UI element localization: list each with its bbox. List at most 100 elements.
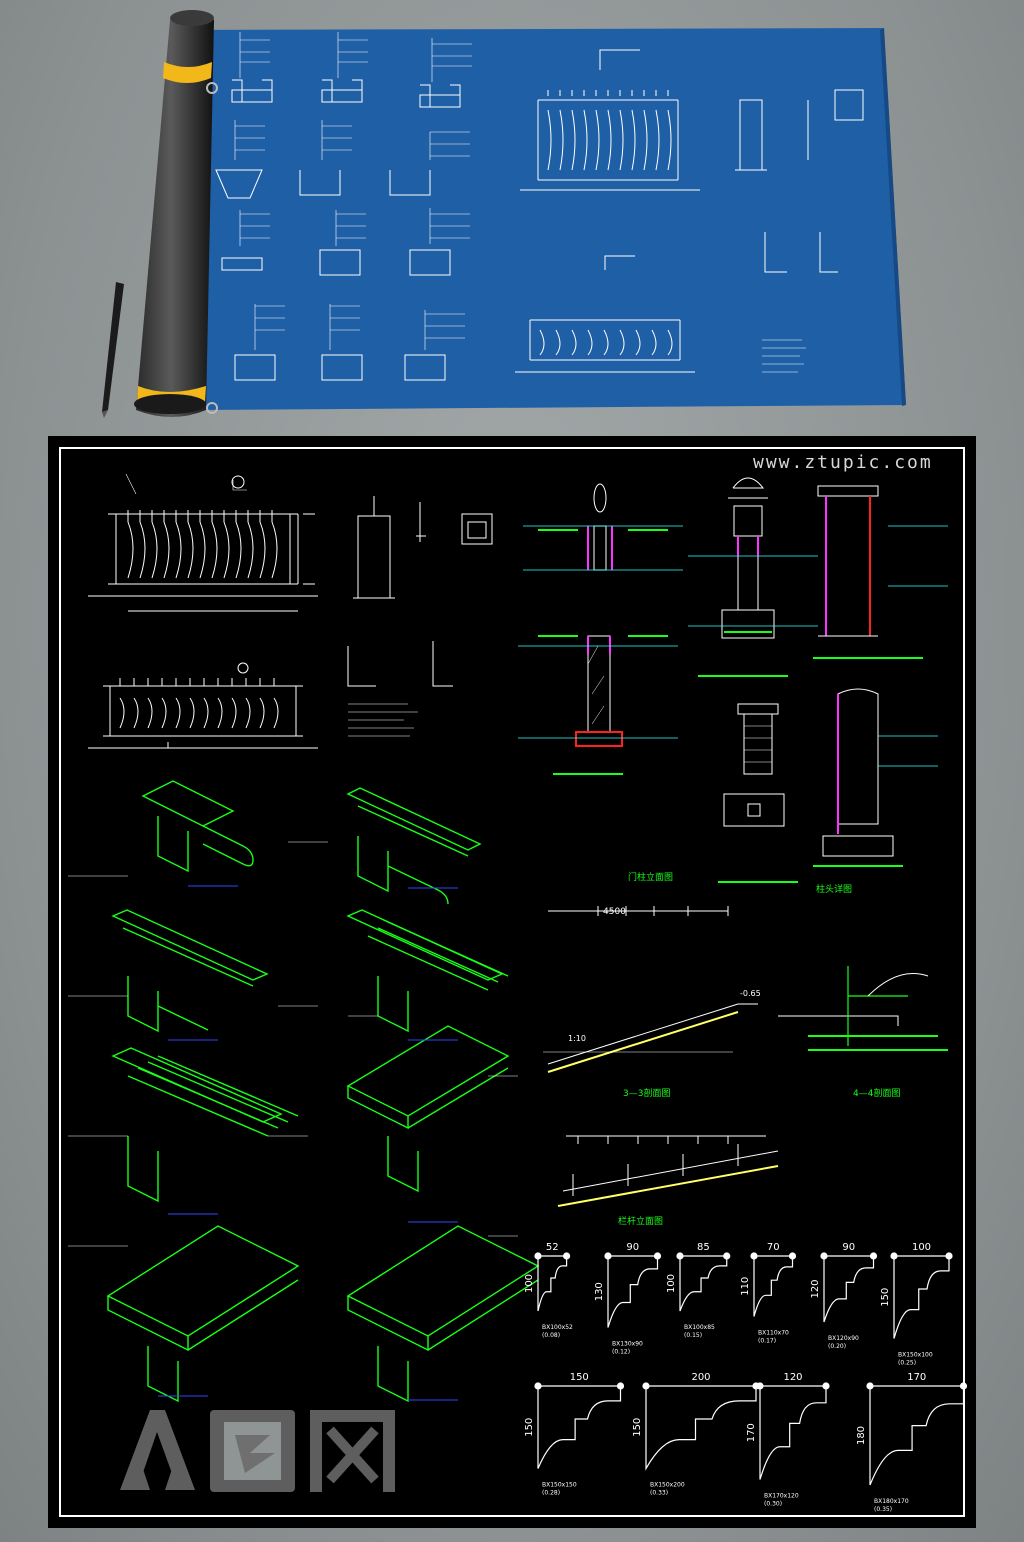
profile-dim-node: [866, 1382, 874, 1390]
profile-code-label: BX180x170: [874, 1498, 909, 1505]
profile-dim-node: [788, 1252, 797, 1260]
frame-3d-1: [141, 780, 254, 873]
profile-dim-node: [562, 1252, 571, 1260]
cornice-profiles: 52100BX100x52(0.08)90130BX130x90(0.12)85…: [524, 1242, 968, 1513]
profile-dim-node: [534, 1252, 542, 1260]
ramp-span-label: 4500: [603, 907, 626, 917]
cornice-profile-shape: [607, 1255, 659, 1328]
profile-dim-node: [820, 1252, 828, 1260]
profile-height-label: 120: [810, 1279, 821, 1298]
section-4-title: 4—4剖面图: [853, 1087, 900, 1099]
profile-width-label: 150: [570, 1372, 589, 1383]
gate-pillar-tall: [813, 485, 948, 659]
profile-width-label: 90: [842, 1242, 855, 1253]
profile-dim-node: [642, 1382, 650, 1390]
pillar-detail-brick: [718, 703, 798, 883]
profile-code-label: BX100x85: [684, 1324, 715, 1331]
profile-dim-node: [822, 1382, 830, 1390]
pen-icon: [102, 282, 124, 418]
post-cross-sections: [347, 496, 493, 737]
profile-area-label: (0.15): [684, 1332, 702, 1339]
profile-code-label: BX170x120: [764, 1493, 799, 1500]
profile-area-label: (0.33): [650, 1490, 668, 1497]
gate-pillar-small: [523, 483, 683, 571]
brand-logo-watermark: [120, 1410, 395, 1492]
cad-sheet: 门柱立面图 柱头详图: [48, 436, 976, 1528]
profile-area-label: (0.08): [542, 1332, 560, 1339]
profile-code-label: BX130x90: [612, 1341, 643, 1348]
profile-width-label: 170: [907, 1372, 926, 1383]
cornice-profile-shape: [759, 1385, 827, 1480]
profile-dim-node: [616, 1382, 625, 1390]
profile-width-label: 200: [691, 1372, 710, 1383]
cornice-profile-shape: [537, 1385, 622, 1469]
ramp-section-3: [543, 906, 948, 1073]
frame-3d-6: [346, 1025, 510, 1193]
roll-cylinder: [134, 10, 218, 417]
cornice-profile-shape: [823, 1255, 875, 1323]
cornice-profile-shape: [679, 1255, 728, 1312]
profile-area-label: (0.20): [828, 1343, 846, 1350]
profile-code-label: BX150x100: [898, 1352, 933, 1359]
profile-dim-node: [869, 1252, 878, 1260]
profile-code-label: BX120x90: [828, 1335, 859, 1342]
blueprint-section-details: [215, 79, 461, 381]
blueprint-notes: [762, 339, 806, 373]
fence-elevation-2: [88, 662, 318, 749]
profile-dim-node: [676, 1252, 684, 1260]
profile-height-label: 100: [524, 1274, 535, 1293]
frame-caption-lines: [158, 885, 458, 1401]
gate-pillar-elevation: [688, 477, 818, 677]
blueprint-leader-lines: [234, 32, 472, 350]
profile-dim-node: [604, 1252, 612, 1260]
profile-dim-node: [534, 1382, 542, 1390]
profile-width-label: 90: [626, 1242, 639, 1253]
profile-height-label: 130: [594, 1282, 605, 1301]
cornice-profile-shape: [537, 1255, 568, 1312]
frame-3d-7: [106, 1225, 300, 1403]
ramp-slope-label: 1:10: [568, 1034, 586, 1043]
blueprint-fence-elevation-2: [515, 255, 695, 373]
profile-height-label: 100: [666, 1274, 677, 1293]
profile-width-label: 70: [767, 1242, 780, 1253]
blueprint-fence-elevation-1: [520, 49, 700, 191]
cornice-profile-shape: [869, 1385, 965, 1486]
blueprint-drawings: [215, 32, 864, 381]
profile-dim-node: [945, 1252, 953, 1260]
profile-height-label: 110: [740, 1277, 751, 1296]
profile-area-label: (0.30): [764, 1501, 782, 1508]
profile-height-label: 170: [746, 1423, 757, 1442]
frame-3d-2: [346, 787, 482, 905]
profile-width-label: 120: [783, 1372, 802, 1383]
profile-code-label: BX100x52: [542, 1324, 573, 1331]
pillar-detail-section: [813, 688, 938, 867]
roll-band-top: [163, 62, 212, 83]
profile-dim-node: [653, 1252, 662, 1260]
profile-dim-node: [959, 1382, 968, 1390]
cornice-profile-shape: [893, 1255, 950, 1339]
frame-3d-5: [111, 1047, 299, 1203]
profile-height-label: 150: [632, 1418, 643, 1437]
profile-dim-node: [750, 1252, 758, 1260]
section-3-title: 3—3剖面图: [623, 1087, 670, 1099]
frame-3d-4: [346, 909, 509, 1033]
profile-area-label: (0.35): [874, 1506, 892, 1513]
profile-area-label: (0.25): [898, 1360, 916, 1367]
profile-area-label: (0.28): [542, 1490, 560, 1497]
profile-dim-node: [890, 1252, 898, 1260]
frame-annotations: [68, 841, 518, 1247]
gate-pillar-section: [518, 635, 678, 775]
profile-width-label: 52: [546, 1242, 559, 1253]
profile-area-label: (0.12): [612, 1349, 630, 1356]
profile-area-label: (0.17): [758, 1338, 776, 1345]
profile-dim-node: [723, 1252, 731, 1260]
handrail-elevation: [557, 1135, 779, 1207]
handrail-title: 栏杆立面图: [618, 1215, 663, 1227]
